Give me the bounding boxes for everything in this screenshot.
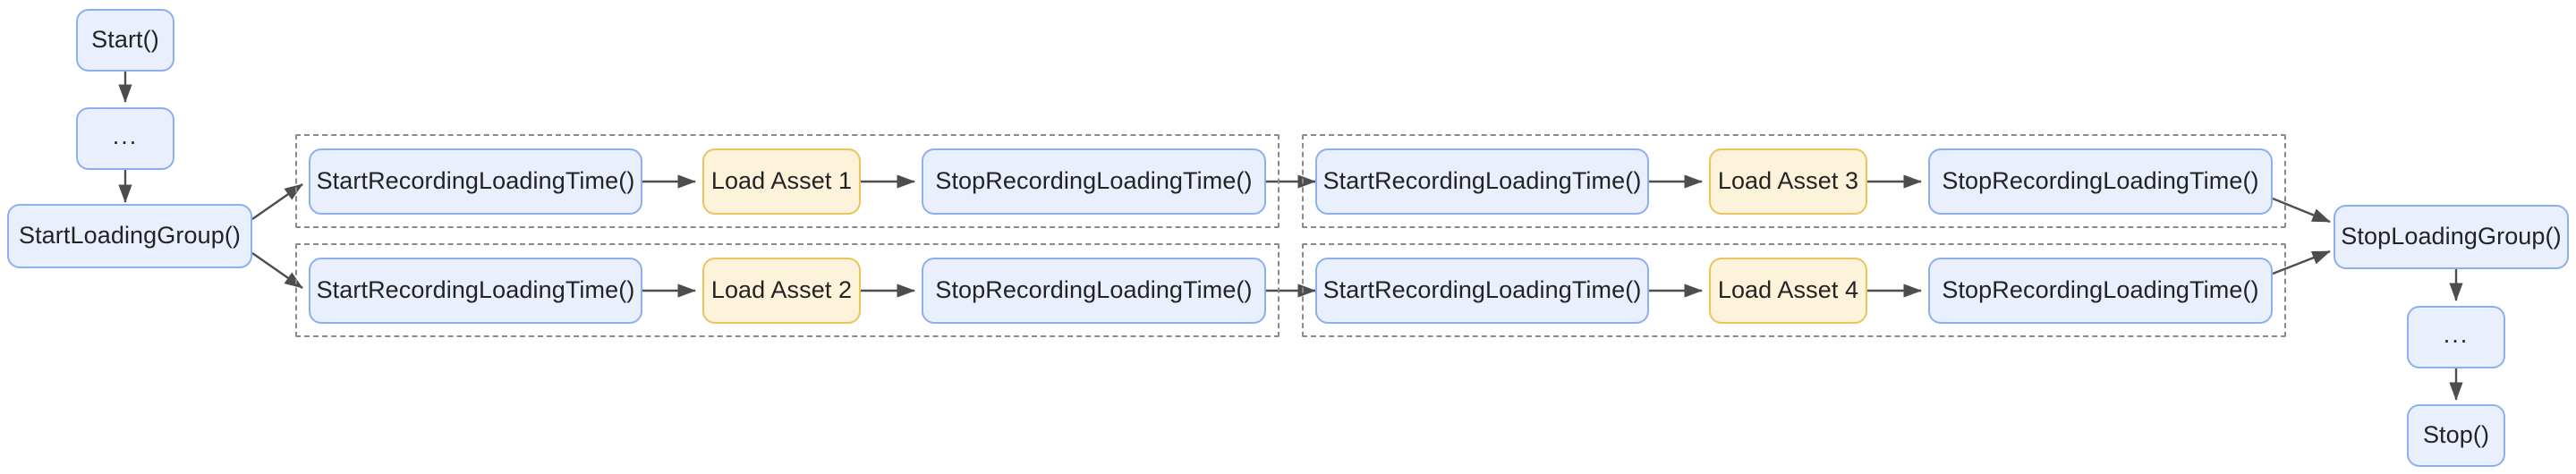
group-2-row-1-step-1-label: StartRecordingLoadingTime() bbox=[1322, 167, 1642, 195]
group-1-row-1-step-3[interactable]: StopRecordingLoadingTime() bbox=[922, 148, 1266, 215]
node-stop[interactable]: Stop() bbox=[2407, 404, 2505, 467]
group-2-row-2-step-3-label: StopRecordingLoadingTime() bbox=[1942, 276, 2259, 304]
group-1-row-2-step-3[interactable]: StopRecordingLoadingTime() bbox=[922, 258, 1266, 324]
node-start[interactable]: Start() bbox=[76, 9, 174, 72]
group-2-row-1-step-2-label: Load Asset 3 bbox=[1717, 167, 1859, 195]
group-2-row-1-step-3[interactable]: StopRecordingLoadingTime() bbox=[1928, 148, 2273, 215]
group-1-row-2-step-1[interactable]: StartRecordingLoadingTime() bbox=[309, 258, 642, 324]
node-stop-loading-group-label: StopLoadingGroup() bbox=[2341, 223, 2562, 250]
group-1-row-2-step-3-label: StopRecordingLoadingTime() bbox=[935, 276, 1253, 304]
node-start-label: Start() bbox=[91, 26, 159, 54]
group-2-row-2-step-1-label: StartRecordingLoadingTime() bbox=[1322, 276, 1642, 304]
group-1-row-2-step-2[interactable]: Load Asset 2 bbox=[702, 258, 861, 324]
group-2-row-1-step-1[interactable]: StartRecordingLoadingTime() bbox=[1315, 148, 1649, 215]
node-start-loading-group-label: StartLoadingGroup() bbox=[18, 222, 242, 250]
group-1-row-1-step-2-label: Load Asset 1 bbox=[710, 167, 853, 195]
group-2-row-2-step-2[interactable]: Load Asset 4 bbox=[1709, 258, 1867, 324]
group-2-row-2-step-2-label: Load Asset 4 bbox=[1717, 276, 1859, 304]
group-1-row-1-step-2[interactable]: Load Asset 1 bbox=[702, 148, 861, 215]
group-1-row-2-step-1-label: StartRecordingLoadingTime() bbox=[316, 276, 635, 304]
node-post-ellipsis-label: ... bbox=[2443, 321, 2470, 349]
group-2-row-2-step-3[interactable]: StopRecordingLoadingTime() bbox=[1928, 258, 2273, 324]
node-pre-ellipsis[interactable]: ... bbox=[76, 107, 174, 170]
node-stop-loading-group[interactable]: StopLoadingGroup() bbox=[2334, 205, 2569, 269]
node-start-loading-group[interactable]: StartLoadingGroup() bbox=[7, 204, 252, 268]
group-2-row-1-step-2[interactable]: Load Asset 3 bbox=[1709, 148, 1867, 215]
group-1-row-2-step-2-label: Load Asset 2 bbox=[710, 276, 853, 304]
node-post-ellipsis[interactable]: ... bbox=[2407, 306, 2505, 368]
group-1-row-1-step-1[interactable]: StartRecordingLoadingTime() bbox=[309, 148, 642, 215]
group-1-row-1-step-3-label: StopRecordingLoadingTime() bbox=[935, 167, 1253, 195]
group-2-row-2-step-1[interactable]: StartRecordingLoadingTime() bbox=[1315, 258, 1649, 324]
group-1-row-1-step-1-label: StartRecordingLoadingTime() bbox=[316, 167, 635, 195]
node-stop-label: Stop() bbox=[2422, 421, 2490, 449]
group-2-row-1-step-3-label: StopRecordingLoadingTime() bbox=[1942, 167, 2259, 195]
node-pre-ellipsis-label: ... bbox=[112, 123, 139, 150]
